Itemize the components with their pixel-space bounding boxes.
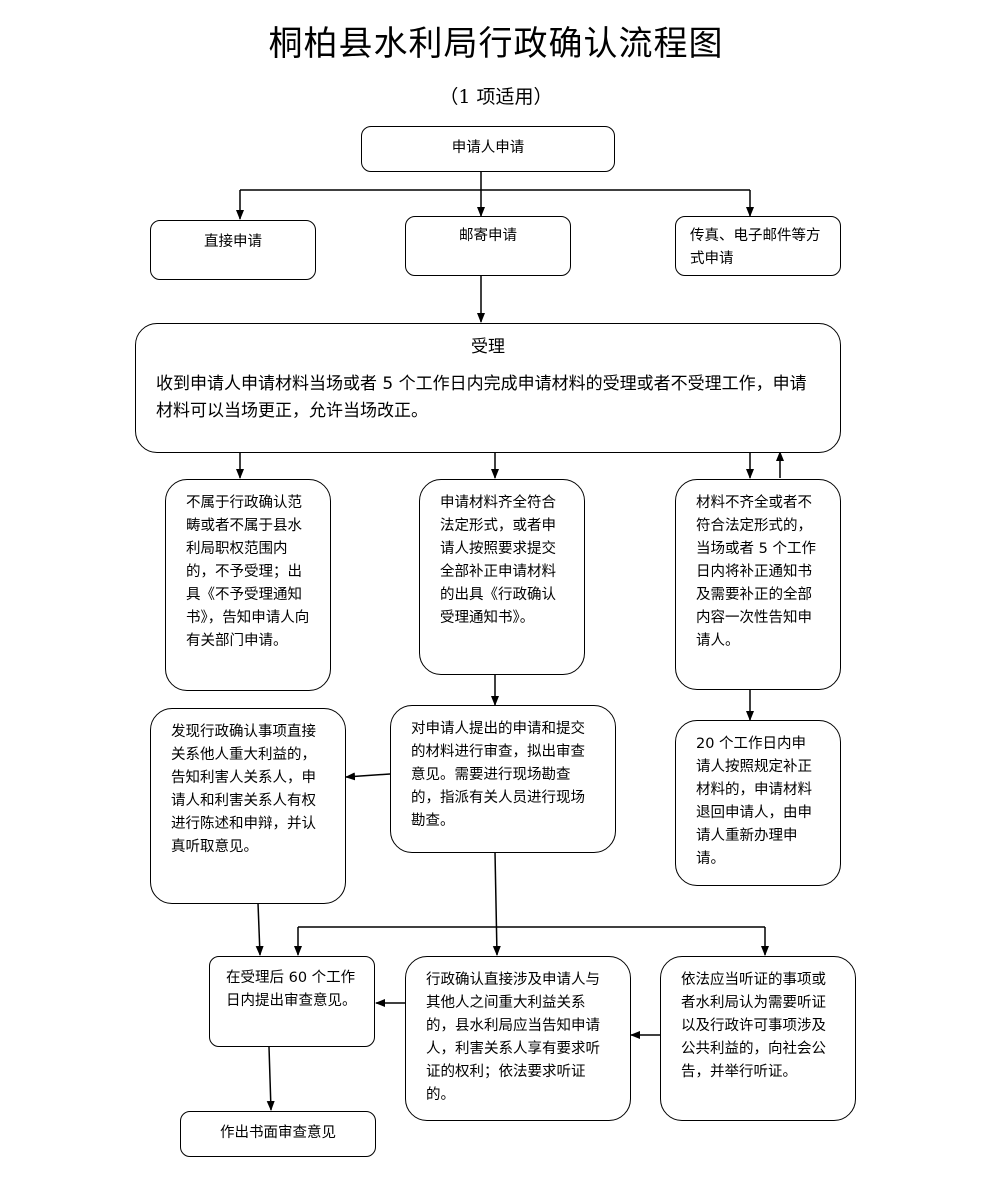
node-return: 20 个工作日内申请人按照规定补正材料的，申请材料退回申请人，由申请人重新办理申… [675,720,841,886]
accept-title: 受理 [471,337,505,357]
node-fax: 传真、电子邮件等方式申请 [675,216,841,276]
node-written: 作出书面审查意见 [180,1111,376,1157]
edge-interest-opinion [255,902,264,956]
node-complete: 申请材料齐全符合法定形式，或者申请人按照要求提交全部补正申请材料的出具《行政确认… [419,479,585,675]
node-accept: 受理 收到申请人申请材料当场或者 5 个工作日内完成申请材料的受理或者不受理工作… [135,323,841,453]
node-hearing-right: 行政确认直接涉及申请人与其他人之间重大利益关系的，县水利局应当告知申请人，利害关… [405,956,631,1121]
page-title: 桐柏县水利局行政确认流程图 [268,24,724,64]
edge-opinion-written [266,1046,275,1111]
page-subtitle: （1 项适用） [439,86,553,108]
node-incomplete: 材料不齐全或者不符合法定形式的，当场或者 5 个工作日内将补正通知书及需要补正的… [675,479,841,690]
edge-review-down [492,851,501,956]
edge-review-interest [345,772,391,781]
accept-body: 收到申请人申请材料当场或者 5 个工作日内完成申请材料的受理或者不受理工作，申请… [156,374,807,421]
node-opinion60: 在受理后 60 个工作日内提出审查意见。 [209,956,375,1047]
node-public-hearing: 依法应当听证的事项或者水利局认为需要听证以及行政许可事项涉及公共利益的，向社会公… [660,956,856,1121]
node-apply: 申请人申请 [361,126,615,172]
node-interest: 发现行政确认事项直接关系他人重大利益的，告知利害人关系人，申请人和利害关系人有权… [150,708,346,904]
node-direct: 直接申请 [150,220,316,280]
node-review: 对申请人提出的申请和提交的材料进行审查，拟出审查意见。需要进行现场勘查的，指派有… [390,705,616,853]
node-mail: 邮寄申请 [405,216,571,276]
node-reject: 不属于行政确认范畴或者不属于县水利局职权范围内的，不予受理；出具《不予受理通知书… [165,479,331,691]
